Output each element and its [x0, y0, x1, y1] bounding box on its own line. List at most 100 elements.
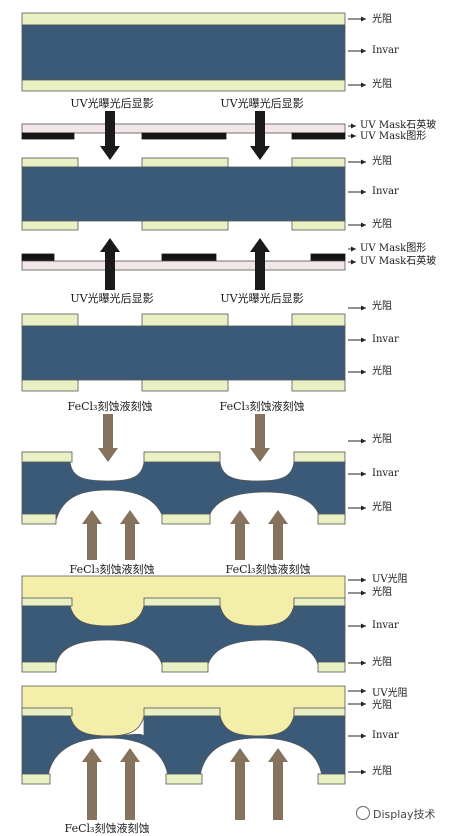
label-uv-photoresist-s6: UV光阻 — [372, 688, 408, 699]
pointer-s5-uv-head — [361, 577, 366, 583]
pointer-s2-invar-head — [361, 189, 366, 195]
stage2-top-mask-1 — [21, 132, 75, 140]
stage5-top-resist-3 — [293, 597, 346, 607]
pointer-s2-quartz-bottom-head — [351, 259, 356, 265]
pointer-s3-top-head — [361, 305, 366, 311]
watermark: Display技术 — [356, 806, 436, 821]
stage6-bottom-resist-2 — [165, 773, 203, 785]
caption-uv-exposure-1: UV光曝光后显影 — [70, 97, 154, 110]
stage2-bottom-resist-2 — [141, 220, 229, 231]
stage3-bottom-resist-3 — [291, 379, 346, 392]
pointer-s6-bottom-head — [361, 769, 366, 775]
stage5-bottom-resist-1 — [21, 661, 57, 673]
pointer-s6-uv-head — [361, 688, 366, 694]
label-photoresist-s5-top: 光阻 — [372, 587, 392, 598]
pointer-s4-invar-head — [361, 471, 366, 477]
label-photoresist-s5-bottom: 光阻 — [372, 657, 392, 668]
stage2-top-resist-3 — [291, 157, 346, 168]
label-photoresist-s6-top: 光阻 — [372, 700, 392, 711]
label-uv-mask-quartz-bottom: UV Mask石英玻 — [360, 256, 437, 267]
stage4-top-resist-2 — [143, 451, 221, 463]
stage2-bottom-mask-3 — [310, 253, 346, 262]
caption-etch-3: FeCl₃刻蚀液刻蚀 — [69, 563, 155, 576]
stage1-bottom-photoresist — [21, 79, 346, 92]
uv-arrow-down-2 — [250, 111, 270, 160]
etch-arrow-up-7 — [230, 748, 250, 820]
caption-etch-2: FeCl₃刻蚀液刻蚀 — [219, 400, 305, 413]
etch-arrow-up-6 — [120, 748, 140, 820]
label-photoresist-s4-bottom: 光阻 — [372, 502, 392, 513]
stage3-invar — [21, 325, 346, 381]
stage3-bottom-resist-1 — [21, 379, 79, 392]
stage2-invar — [21, 166, 346, 222]
stage3-top-resist-2 — [141, 313, 229, 327]
pointer-s3-invar-head — [361, 337, 366, 343]
label-invar-s1: Invar — [372, 45, 399, 56]
stage4-bottom-resist-3 — [317, 513, 346, 525]
etch-arrow-up-2 — [120, 510, 140, 560]
pointer-s2-mask-bottom-head — [351, 246, 356, 252]
stage4-top-resist-3 — [293, 451, 346, 463]
stage3-top-resist-3 — [291, 313, 346, 327]
pointer-s1-invar-head — [361, 48, 366, 54]
stage4-top-resist-1 — [21, 451, 73, 463]
label-uv-photoresist-s5: UV光阻 — [372, 574, 408, 585]
label-invar-s2: Invar — [372, 186, 399, 197]
stage5-top-resist-2 — [143, 597, 221, 607]
stage2-top-mask-2 — [141, 132, 227, 140]
stage2-bottom-quartz — [21, 260, 346, 271]
stage5-bottom-resist-2 — [161, 661, 209, 673]
label-photoresist-s2-top: 光阻 — [372, 156, 392, 167]
pointer-s5-invar-head — [361, 623, 366, 629]
stage6-invar — [21, 715, 346, 777]
caption-uv-exposure-2: UV光曝光后显影 — [220, 97, 304, 110]
stage2-top-resist-1 — [21, 157, 79, 168]
stage1-top-photoresist — [21, 12, 346, 26]
pointer-s6-invar-head — [361, 733, 366, 739]
etch-arrow-up-5 — [82, 748, 102, 820]
uv-arrow-up-1 — [100, 238, 120, 290]
pointer-s2-quartz-top-head — [351, 123, 356, 129]
label-invar-s4: Invar — [372, 468, 399, 479]
label-uv-mask-pattern-top: UV Mask图形 — [360, 131, 427, 142]
uv-arrow-down-1 — [100, 111, 120, 160]
pointer-s2-mask-top-head — [351, 133, 356, 139]
caption-uv-exposure-4: UV光曝光后显影 — [220, 292, 304, 305]
label-photoresist-s1-top: 光阻 — [372, 14, 392, 25]
stage6-bottom-resist-1 — [21, 773, 51, 785]
pointer-s2-top-head — [361, 159, 366, 165]
stage3-bottom-resist-2 — [141, 379, 229, 392]
pointer-s4-bottom-head — [361, 505, 366, 511]
stage4-bottom-resist-2 — [161, 513, 211, 525]
label-photoresist-s1-bottom: 光阻 — [372, 79, 392, 90]
pointer-s5-top-head — [361, 590, 366, 596]
pointer-s5-bottom-head — [361, 660, 366, 666]
pointer-s3-bottom-head — [361, 369, 366, 375]
etch-arrow-down-1 — [98, 414, 118, 462]
etch-arrow-down-2 — [250, 414, 270, 462]
stage2-bottom-mask-2 — [161, 253, 217, 262]
stage6-top-resist-2 — [143, 707, 221, 717]
stage2-top-resist-2 — [141, 157, 229, 168]
pointer-s4-top-head — [361, 438, 366, 444]
etch-arrow-up-4 — [268, 510, 288, 560]
label-photoresist-s2-bottom: 光阻 — [372, 219, 392, 230]
stage1-invar — [21, 24, 346, 81]
stage5-bottom-resist-3 — [317, 661, 346, 673]
pointer-s6-top-head — [361, 701, 366, 707]
stage6-top-resist-3 — [293, 707, 346, 717]
pointer-s2-bottom-head — [361, 222, 366, 228]
caption-etch-1: FeCl₃刻蚀液刻蚀 — [67, 400, 153, 413]
uv-arrow-up-2 — [250, 238, 270, 290]
label-photoresist-s3-top: 光阻 — [372, 301, 392, 312]
stage4-invar-etched — [21, 461, 346, 521]
label-invar-s5: Invar — [372, 620, 399, 631]
label-invar-s3: Invar — [372, 334, 399, 345]
label-photoresist-s6-bottom: 光阻 — [372, 766, 392, 777]
stage5-top-resist-1 — [21, 597, 73, 607]
stage5-invar — [21, 605, 346, 665]
caption-uv-exposure-3: UV光曝光后显影 — [70, 292, 154, 305]
label-invar-s6: Invar — [372, 730, 399, 741]
stage3-top-resist-1 — [21, 313, 79, 327]
